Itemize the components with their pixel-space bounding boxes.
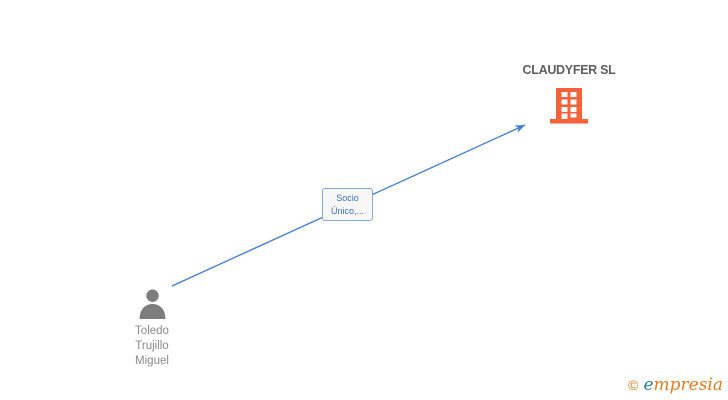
person-icon <box>139 289 165 319</box>
copyright-icon: © <box>628 377 639 393</box>
company-icon-wrap <box>549 86 589 129</box>
person-node[interactable]: Toledo Trujillo Miguel <box>117 288 187 369</box>
brand-rest: mpresia <box>653 375 724 395</box>
edge-label[interactable]: Socio Único,... <box>322 188 373 221</box>
company-node[interactable]: CLAUDYFER SL <box>509 63 629 129</box>
brand-initial: e <box>643 375 654 395</box>
brand-name: empresia <box>643 376 723 394</box>
building-icon <box>550 88 588 124</box>
company-name: CLAUDYFER SL <box>522 63 616 77</box>
empresia-logo: © empresia <box>628 376 723 394</box>
person-name: Toledo Trujillo Miguel <box>135 325 169 367</box>
